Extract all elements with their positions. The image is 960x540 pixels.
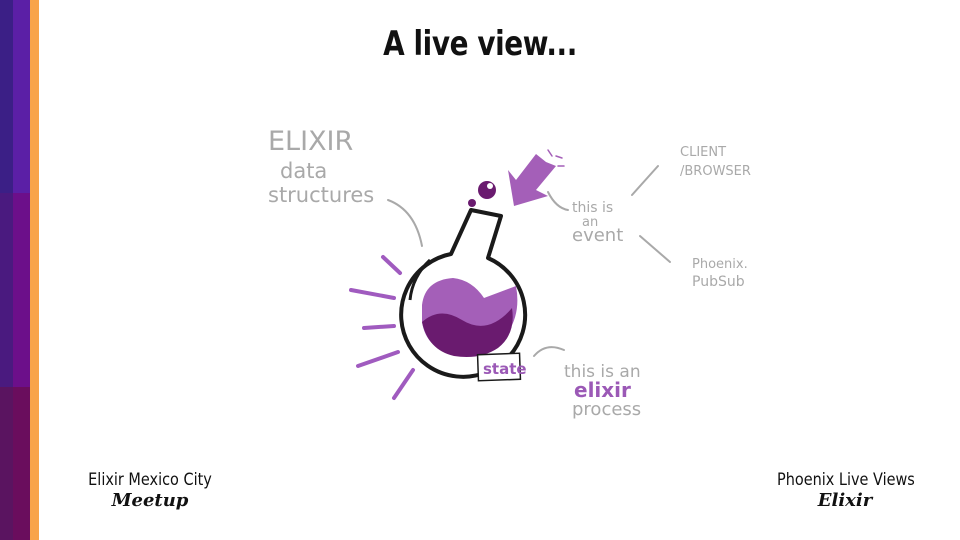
label-data: data (280, 159, 327, 183)
ray-2 (349, 288, 396, 300)
state-label: state (483, 360, 527, 378)
label-structures: structures (268, 183, 374, 207)
left-accent-bar-mid (13, 0, 30, 540)
label-client-1: CLIENT (680, 145, 726, 160)
footer-left: Elixir Mexico City Meetup (70, 470, 230, 511)
label-process-3: process (572, 399, 641, 420)
slide-title: A live view... (383, 24, 577, 64)
connector-pubsub (639, 235, 671, 263)
footer-right-title: Phoenix Live Views (777, 470, 915, 490)
connector-client (631, 165, 659, 196)
connector-process (533, 346, 565, 357)
left-accent-bar-dark (0, 0, 13, 540)
label-client-2: /BROWSER (680, 164, 751, 179)
label-process-1: this is an (564, 362, 641, 382)
footer-right: Phoenix Live Views Elixir (765, 470, 925, 511)
state-tag: state (476, 352, 527, 382)
bubble-large (478, 181, 496, 199)
label-event-1: this is (572, 200, 613, 216)
flask-icon (399, 181, 528, 379)
label-pubsub-1: Phoenix. (692, 257, 748, 272)
ray-3 (362, 324, 396, 330)
left-accent-bar-orange (30, 0, 39, 540)
footer-right-subtitle: Elixir (817, 490, 873, 511)
ray-1 (381, 255, 402, 275)
label-elixir: ELIXIR (268, 126, 353, 157)
footer-left-subtitle: Meetup (111, 490, 189, 511)
connector-event (547, 191, 569, 211)
bubble-small (468, 199, 476, 207)
ray-5 (392, 368, 415, 400)
label-event-3: event (572, 225, 623, 246)
label-process-2: elixir (574, 378, 631, 402)
event-arrow-icon (508, 149, 565, 206)
connector-structures (387, 199, 423, 247)
ray-4 (356, 350, 400, 368)
label-event-2: an (582, 215, 598, 230)
label-pubsub-2: PubSub (692, 274, 745, 290)
flask-illustration: ELIXIR data structures this is an event … (268, 126, 751, 420)
footer-left-title: Elixir Mexico City (88, 470, 212, 490)
